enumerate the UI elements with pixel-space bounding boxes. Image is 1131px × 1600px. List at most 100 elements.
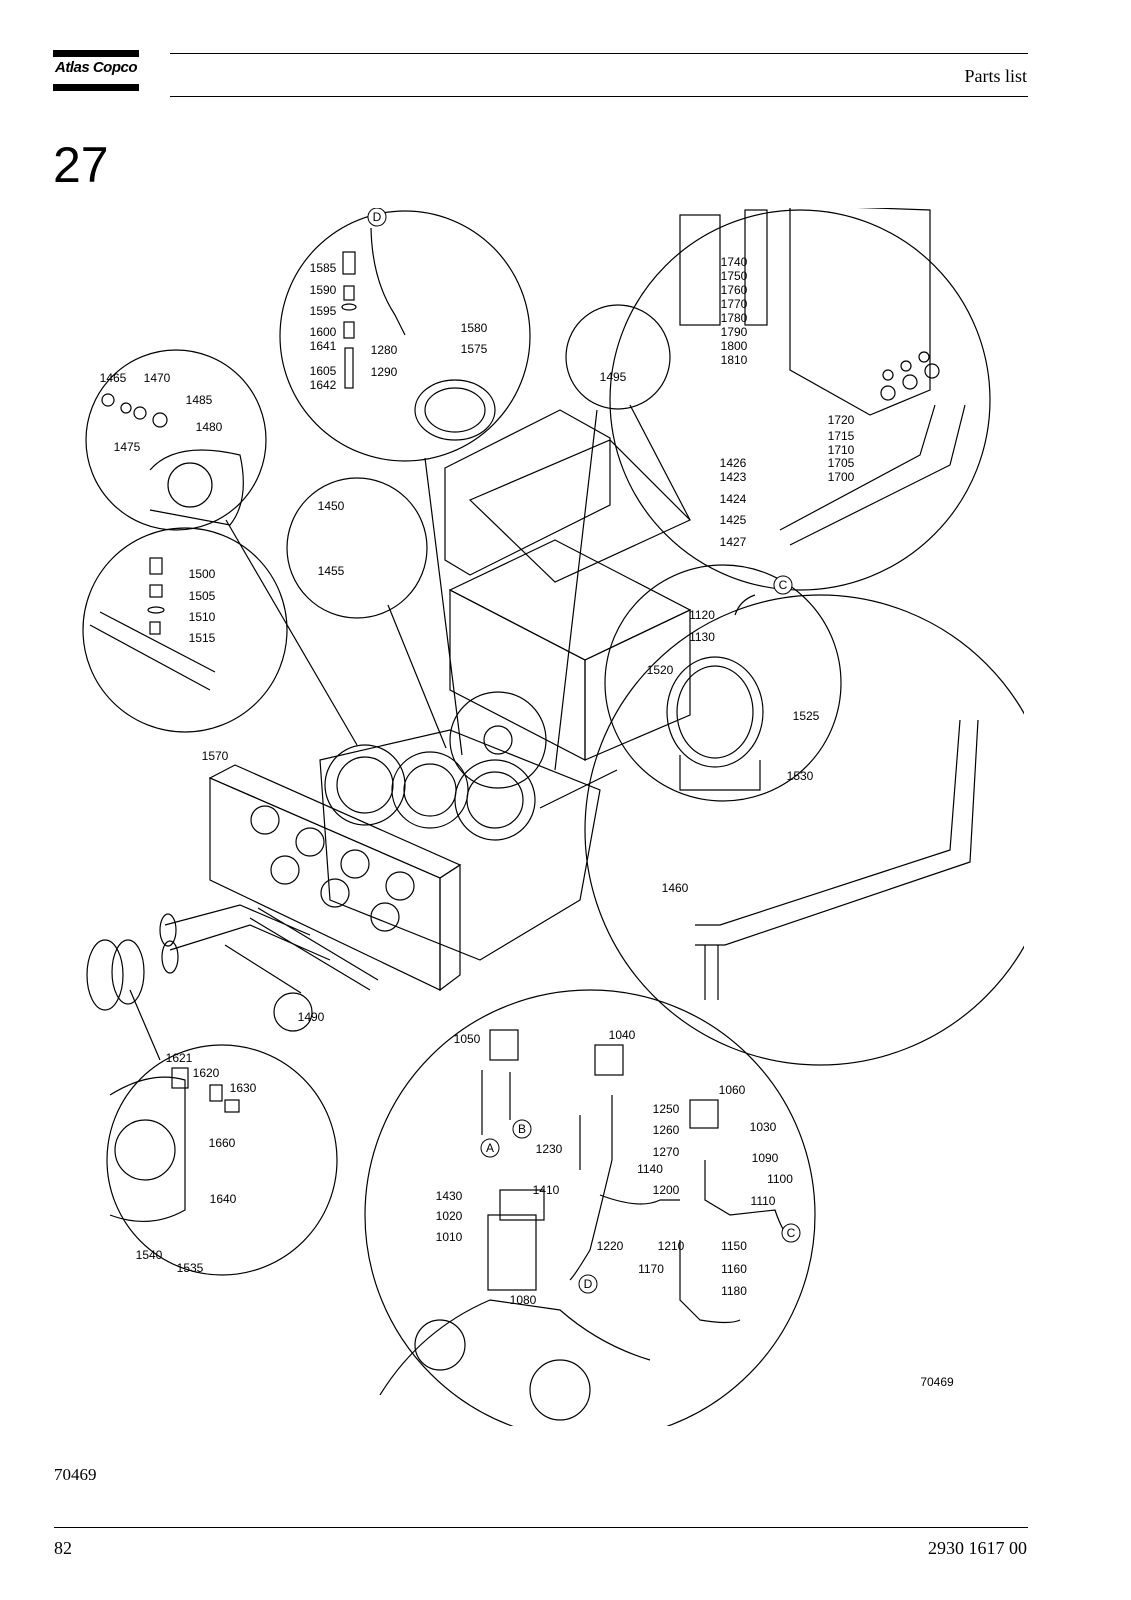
detail-circle-flange (106, 1044, 338, 1276)
callout-1760: 1760 (721, 283, 748, 297)
callout-ring-d (578, 1274, 598, 1294)
callout-1180: 1180 (721, 1284, 747, 1298)
callout-1750: 1750 (721, 269, 748, 283)
callout-1200: 1200 (653, 1183, 680, 1197)
callout-1500: 1500 (189, 567, 216, 581)
detail-circle-d-sensor (279, 210, 531, 462)
callout-1090: 1090 (752, 1151, 779, 1165)
detail-circle-cabinet (609, 209, 991, 591)
callout-1621: 1621 (166, 1051, 193, 1065)
callout-1030: 1030 (750, 1120, 777, 1134)
header-title: Parts list (964, 66, 1027, 86)
parts-drawing: D158515901595160016411605164212801290158… (82, 208, 1024, 1426)
callout-1640: 1640 (210, 1192, 237, 1206)
callout-1810: 1810 (721, 353, 748, 367)
callout-1140: 1140 (637, 1162, 663, 1176)
callout-1705: 1705 (828, 456, 855, 470)
logo-top-bar (53, 50, 139, 57)
callout-1510: 1510 (189, 610, 216, 624)
callout-1710: 1710 (828, 443, 855, 457)
callout-1470: 1470 (144, 371, 171, 385)
drawing-linework (82, 208, 1024, 1426)
callout-1430: 1430 (436, 1189, 463, 1203)
callout-1605: 1605 (310, 364, 337, 378)
callout-1630: 1630 (230, 1081, 257, 1095)
callout-1425: 1425 (720, 513, 747, 527)
callout-ring-d (367, 208, 387, 227)
callout-1641: 1641 (310, 339, 337, 353)
callout-1260: 1260 (653, 1123, 680, 1137)
callout-1424: 1424 (720, 492, 747, 506)
callout-1040: 1040 (609, 1028, 636, 1042)
callout-1800: 1800 (721, 339, 748, 353)
callout-1455: 1455 (318, 564, 345, 578)
callout-1770: 1770 (721, 297, 748, 311)
callout-1220: 1220 (597, 1239, 624, 1253)
callout-70469: 70469 (920, 1375, 954, 1389)
callout-1465: 1465 (100, 371, 127, 385)
callout-1715: 1715 (828, 429, 855, 443)
callout-1490: 1490 (298, 1010, 325, 1024)
callout-1520: 1520 (647, 663, 674, 677)
callout-1535: 1535 (177, 1261, 204, 1275)
detail-circle-1465 (85, 349, 267, 531)
footer-rule (54, 1527, 1028, 1528)
figure-id: 70469 (54, 1465, 97, 1484)
header-rule-top (170, 53, 1028, 54)
callout-1595: 1595 (310, 304, 337, 318)
callout-1423: 1423 (720, 470, 747, 484)
callout-1110: 1110 (751, 1194, 776, 1208)
callout-B: B (518, 1122, 526, 1136)
callout-1050: 1050 (454, 1032, 481, 1046)
callout-1460: 1460 (662, 881, 689, 895)
logo-wordmark: Atlas Copco (54, 59, 138, 76)
callout-C: C (779, 578, 788, 592)
callout-1642: 1642 (310, 378, 337, 392)
callout-1410: 1410 (533, 1183, 560, 1197)
callout-1525: 1525 (793, 709, 820, 723)
callout-1210: 1210 (658, 1239, 685, 1253)
callout-1120: 1120 (689, 608, 715, 622)
callout-1060: 1060 (719, 1083, 746, 1097)
callout-1450: 1450 (318, 499, 345, 513)
callout-1130: 1130 (689, 630, 715, 644)
callout-1270: 1270 (653, 1145, 680, 1159)
callout-1250: 1250 (653, 1102, 680, 1116)
callout-C: C (787, 1226, 796, 1240)
callout-1660: 1660 (209, 1136, 236, 1150)
callout-1515: 1515 (189, 631, 216, 645)
callout-1426: 1426 (720, 456, 747, 470)
callout-1590: 1590 (310, 283, 337, 297)
detail-circle-1490 (273, 992, 313, 1032)
callout-1427: 1427 (720, 535, 747, 549)
callout-1495: 1495 (600, 370, 627, 384)
logo-bottom-bar (53, 84, 139, 91)
callout-1790: 1790 (721, 325, 748, 339)
callout-1280: 1280 (371, 343, 398, 357)
detail-circle-pipe (584, 594, 1024, 1066)
callout-ring-b (512, 1119, 532, 1139)
detail-circle-wiring (364, 989, 816, 1426)
callout-1700: 1700 (828, 470, 855, 484)
callout-1740: 1740 (721, 255, 748, 269)
callout-1575: 1575 (461, 342, 488, 356)
section-number: 27 (53, 137, 109, 193)
callout-1600: 1600 (310, 325, 337, 339)
page-number: 82 (54, 1538, 72, 1558)
callout-D: D (584, 1277, 593, 1291)
detail-circle-1500 (82, 527, 288, 733)
callout-1010: 1010 (436, 1230, 463, 1244)
header-rule-bottom (170, 96, 1028, 97)
callout-1485: 1485 (186, 393, 213, 407)
atlas-copco-logo: Atlas Copco (53, 50, 139, 91)
callout-1230: 1230 (536, 1142, 563, 1156)
callout-1505: 1505 (189, 589, 216, 603)
document-number: 2930 1617 00 (928, 1538, 1027, 1558)
callout-1585: 1585 (310, 261, 337, 275)
callout-ring-a (480, 1138, 500, 1158)
detail-circle-c-sensor (604, 564, 842, 802)
callout-1570: 1570 (202, 749, 229, 763)
callout-1160: 1160 (721, 1262, 747, 1276)
callout-1020: 1020 (436, 1209, 463, 1223)
callout-D: D (373, 210, 382, 224)
